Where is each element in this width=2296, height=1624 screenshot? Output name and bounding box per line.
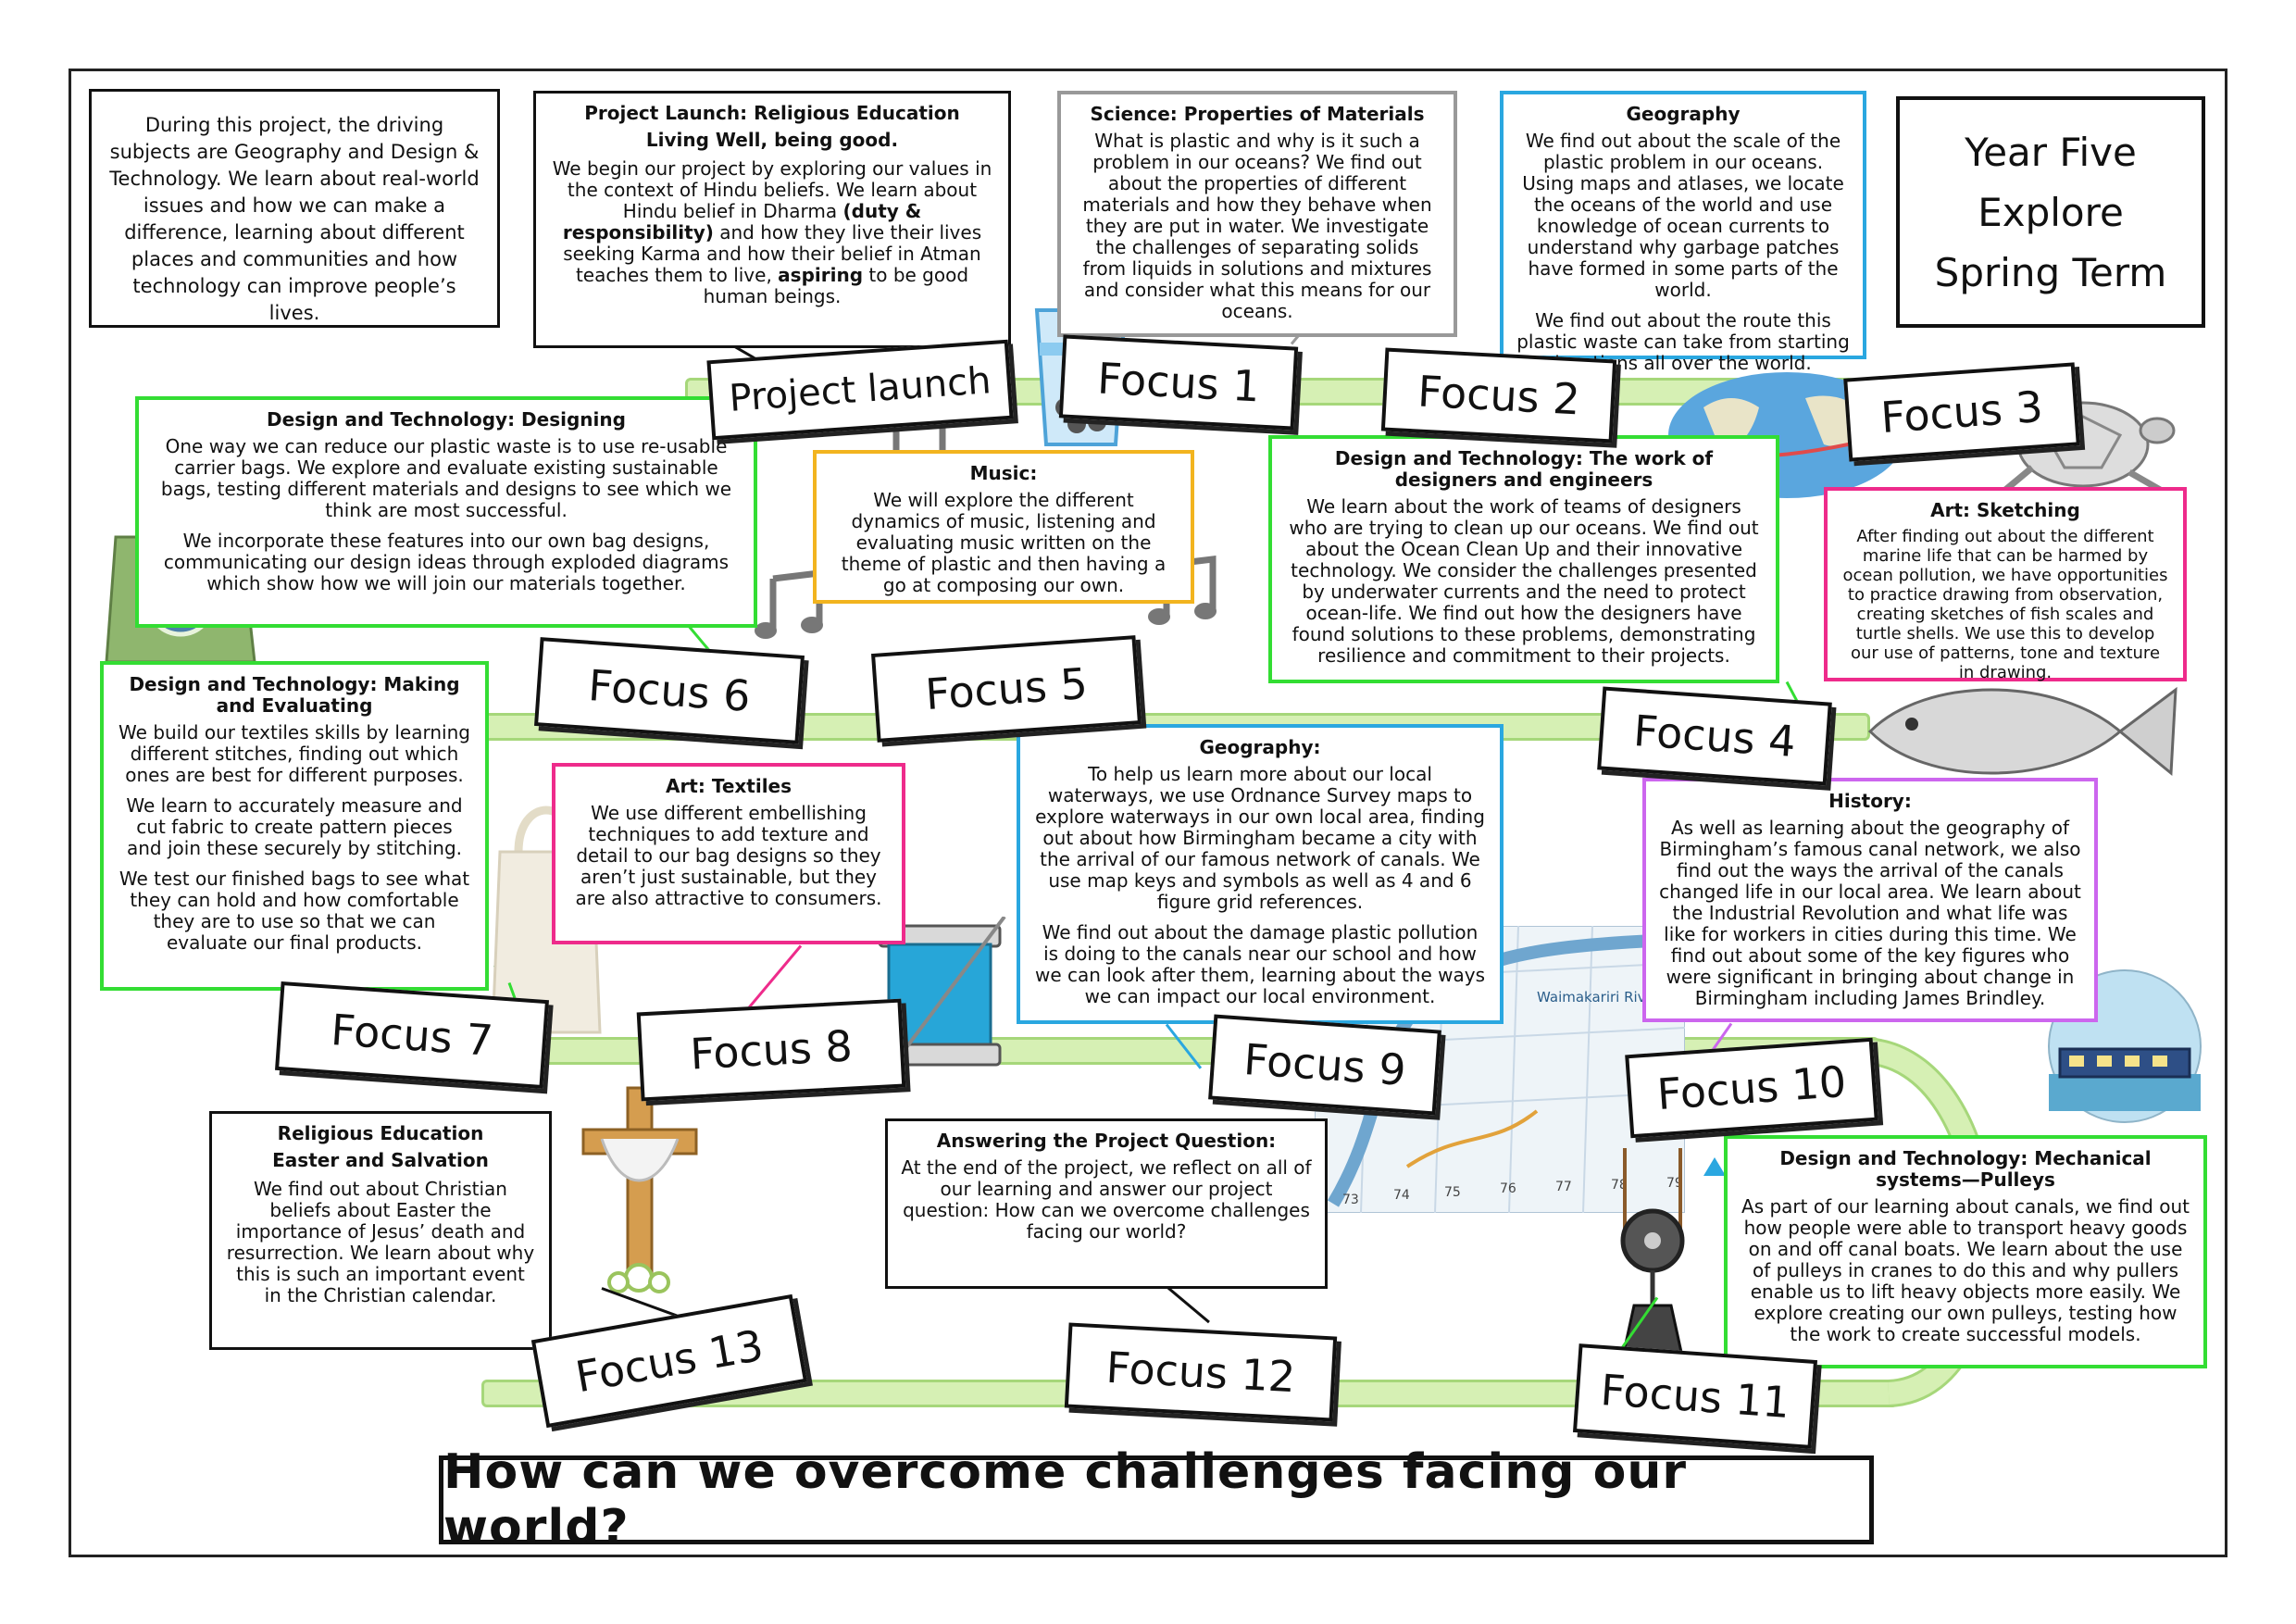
re-easter-text: We find out about Christian beliefs abou… <box>226 1178 535 1306</box>
focus-1-label: Focus 1 <box>1058 334 1299 431</box>
answer-title: Answering the Project Question: <box>936 1130 1277 1152</box>
dt-designing-box: Design and Technology: Designing One way… <box>135 396 757 628</box>
focus-8-label: Focus 8 <box>636 998 906 1102</box>
map-grid-number: 74 <box>1393 1188 1410 1203</box>
geography-box-2: Geography: To help us learn more about o… <box>1017 724 1504 1024</box>
big-question-banner: How can we overcome challenges facing ou… <box>439 1444 1874 1555</box>
year-label: Year Five <box>1965 129 2137 175</box>
dt-pulleys-box: Design and Technology: Mechanical system… <box>1724 1135 2207 1368</box>
intro-box: During this project, the driving subject… <box>89 89 500 328</box>
art-textiles-box: Art: Textiles We use different embellish… <box>552 763 905 944</box>
science-text: What is plastic and why is it such a pro… <box>1082 130 1432 322</box>
art-textiles-title: Art: Textiles <box>665 775 792 797</box>
art-sketching-box: Art: Sketching After finding out about t… <box>1824 487 2187 682</box>
focus-12-label: Focus 12 <box>1064 1322 1338 1422</box>
project-launch-box: Project Launch: Religious Education Livi… <box>533 91 1011 348</box>
art-textiles-text: We use different embellishing techniques… <box>575 802 882 909</box>
project-launch-text: We begin our project by exploring our va… <box>552 157 992 307</box>
focus-10-label: Focus 10 <box>1625 1037 1878 1139</box>
geography-2-p1: To help us learn more about our local wa… <box>1035 763 1485 913</box>
map-grid-number: 77 <box>1555 1180 1572 1194</box>
geography-1-title: Geography <box>1626 103 1741 125</box>
intro-text: During this project, the driving subject… <box>109 114 480 324</box>
focus-5-label: Focus 5 <box>871 635 1142 743</box>
pulley-icon <box>1620 1148 1726 1358</box>
dt-designing-p1: One way we can reduce our plastic waste … <box>160 435 732 521</box>
answer-text: At the end of the project, we reflect on… <box>901 1156 1312 1243</box>
art-sketching-text: After finding out about the different ma… <box>1842 527 2168 682</box>
focus-11-label: Focus 11 <box>1572 1343 1818 1449</box>
term-label: Spring Term <box>1934 249 2167 295</box>
focus-7-label: Focus 7 <box>275 981 549 1089</box>
dt-engineers-box: Design and Technology: The work of desig… <box>1268 435 1779 683</box>
focus-3-label: Focus 3 <box>1843 362 2080 462</box>
map-grid-number: 75 <box>1444 1185 1461 1200</box>
map-grid-number: 73 <box>1342 1193 1359 1207</box>
history-title: History: <box>1828 790 1912 812</box>
dt-engineers-title: Design and Technology: The work of desig… <box>1334 447 1714 491</box>
dt-pulleys-text: As part of our learning about canals, we… <box>1741 1195 2190 1345</box>
dt-designing-p2: We incorporate these features into our o… <box>163 530 730 594</box>
map-grid-number: 76 <box>1500 1181 1516 1196</box>
focus-2-label: Focus 2 <box>1380 347 1617 443</box>
easter-cross-icon <box>581 1086 698 1293</box>
focus-4-label: Focus 4 <box>1597 686 1832 786</box>
re-easter-subtitle: Easter and Salvation <box>272 1149 489 1171</box>
big-question-text: How can we overcome challenges facing ou… <box>443 1444 1687 1555</box>
dt-making-box: Design and Technology: Making and Evalua… <box>100 661 489 991</box>
re-easter-box: Religious Education Easter and Salvation… <box>209 1111 552 1350</box>
thread-spool-icon <box>878 917 1006 1067</box>
dt-designing-title: Design and Technology: Designing <box>267 408 626 431</box>
page-frame <box>69 69 2227 1557</box>
history-box: History: As well as learning about the g… <box>1642 778 2098 1022</box>
answer-box: Answering the Project Question: At the e… <box>885 1118 1328 1289</box>
project-launch-title: Project Launch: Religious Education <box>584 102 960 124</box>
dt-pulleys-title: Design and Technology: Mechanical system… <box>1779 1147 2152 1191</box>
science-box: Science: Properties of Materials What is… <box>1057 91 1457 337</box>
history-text: As well as learning about the geography … <box>1659 817 2081 1009</box>
science-title: Science: Properties of Materials <box>1090 103 1425 125</box>
music-text: We will explore the different dynamics o… <box>841 489 1167 596</box>
geography-2-title: Geography: <box>1199 736 1321 758</box>
fish-icon <box>1867 686 2177 777</box>
music-box: Music: We will explore the different dyn… <box>813 450 1194 604</box>
dt-making-p3: We test our finished bags to see what th… <box>119 868 470 954</box>
project-launch-subtitle: Living Well, being good. <box>645 129 899 151</box>
focus-6-label: Focus 6 <box>534 637 805 744</box>
art-sketching-title: Art: Sketching <box>1930 499 2080 521</box>
dt-making-p1: We build our textiles skills by learning… <box>119 721 470 786</box>
geography-1-p2: We find out about the route this plastic… <box>1516 309 1850 374</box>
map-river-label: Waimakariri River <box>1537 989 1661 1006</box>
dt-making-title: Design and Technology: Making and Evalua… <box>129 673 460 717</box>
geography-2-p2: We find out about the damage plastic pol… <box>1034 921 1486 1007</box>
topic-label: Explore <box>1978 189 2124 235</box>
focus-9-label: Focus 9 <box>1208 1014 1441 1116</box>
dt-making-p2: We learn to accurately measure and cut f… <box>126 794 463 859</box>
dt-engineers-text: We learn about the work of teams of desi… <box>1289 495 1759 667</box>
music-title: Music: <box>969 462 1038 484</box>
year-term-box: Year Five Explore Spring Term <box>1896 96 2205 328</box>
geography-1-p1: We find out about the scale of the plast… <box>1522 130 1844 301</box>
re-easter-title: Religious Education <box>277 1122 484 1144</box>
geography-box-1: Geography We find out about the scale of… <box>1500 91 1866 374</box>
